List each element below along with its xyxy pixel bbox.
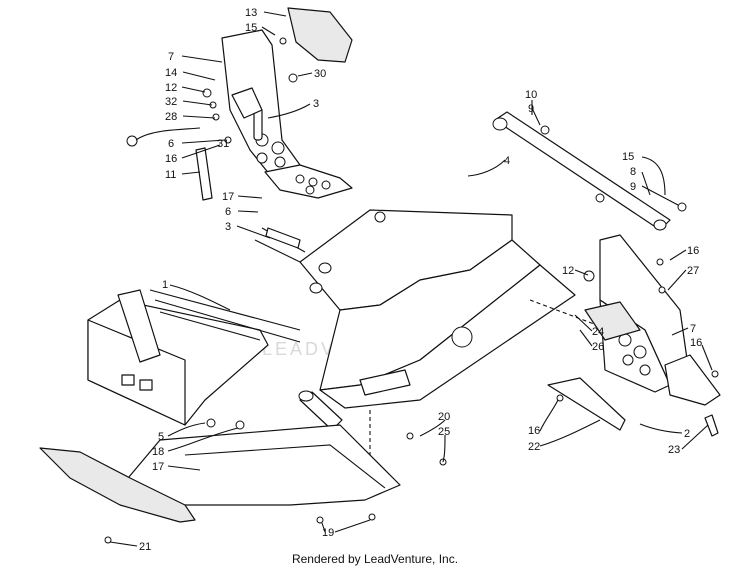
right-bulkhead <box>547 234 721 437</box>
footer-credit: Rendered by LeadVenture, Inc. <box>291 552 459 566</box>
callout-2: 2 <box>684 428 690 440</box>
callout-11: 11 <box>165 169 176 181</box>
callout-16b: 16 <box>687 245 699 257</box>
chassis-tunnel <box>87 209 611 500</box>
callout-30: 30 <box>314 68 326 80</box>
callout-7: 7 <box>168 51 174 63</box>
callout-18: 17 <box>152 461 164 473</box>
callout-6: 6 <box>168 138 174 150</box>
callout-17: 17 <box>222 191 234 203</box>
leader-lines <box>109 11 713 547</box>
callout-15b: 15 <box>622 151 634 163</box>
callout-6b: 6 <box>225 206 231 218</box>
callout-15: 15 <box>245 22 257 34</box>
callout-28: 27 <box>687 265 699 277</box>
callout-22: 21 <box>139 541 151 553</box>
callouts: 13 15 7 30 14 12 32 3 28 31 6 16 11 17 6… <box>139 7 702 553</box>
callout-12: 12 <box>165 82 177 94</box>
callout-20: 19 <box>322 527 334 539</box>
callout-29: 28 <box>165 111 177 123</box>
callout-9b: 9 <box>630 181 636 193</box>
callout-7b: 7 <box>690 323 696 335</box>
callout-10: 10 <box>525 89 537 101</box>
callout-19: 18 <box>152 446 164 458</box>
callout-21: 20 <box>438 411 450 423</box>
steering-shaft <box>492 111 687 231</box>
callout-5: 5 <box>158 431 164 443</box>
belly-pan <box>39 424 447 544</box>
callout-16c: 16 <box>528 425 540 437</box>
callout-3b: 3 <box>225 221 231 233</box>
callout-16: 16 <box>165 153 177 165</box>
callout-31: 31 <box>217 138 229 150</box>
callout-32: 32 <box>165 96 177 108</box>
callout-25: 24 <box>592 326 604 338</box>
front-column-assembly <box>126 7 353 201</box>
callout-3: 3 <box>313 98 319 110</box>
callout-9: 9 <box>528 103 534 115</box>
callout-23: 22 <box>528 441 540 453</box>
callout-26: 25 <box>438 426 450 438</box>
callout-12b: 12 <box>562 265 574 277</box>
callout-24: 23 <box>668 444 680 456</box>
callout-4: 4 <box>504 155 510 167</box>
callout-8: 8 <box>630 166 636 178</box>
callout-17b: 16 <box>690 337 702 349</box>
callout-14: 14 <box>165 67 177 79</box>
callout-27: 26 <box>592 341 604 353</box>
callout-1: 1 <box>162 279 168 291</box>
callout-13: 13 <box>245 7 257 19</box>
